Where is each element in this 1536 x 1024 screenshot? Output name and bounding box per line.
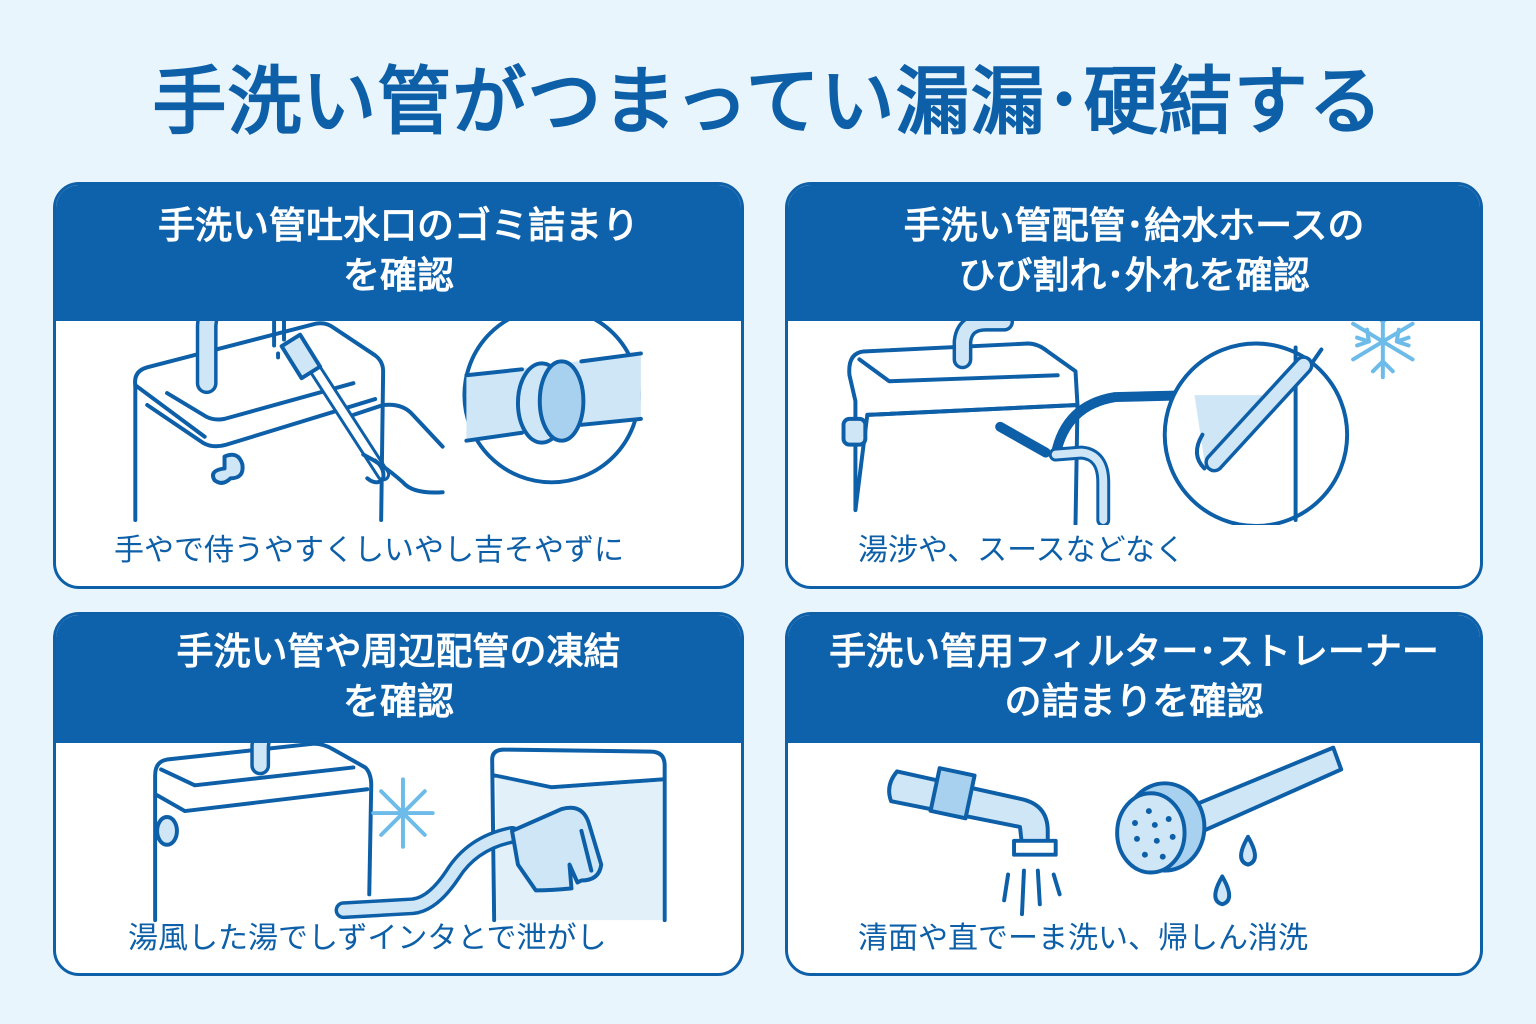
card-caption: 清面や直でーま洗い、帰しん消洗	[858, 921, 1308, 956]
card-heading: 手洗い管吐水口のゴミ詰まり を確認	[56, 185, 741, 321]
card-heading-line1: 手洗い管配管･給水ホースの	[903, 204, 1365, 247]
card-heading: 手洗い管や周辺配管の凍結 を確認	[56, 615, 741, 743]
illustration-supply-hose	[788, 285, 1480, 525]
illustration-frozen-pipe	[56, 715, 741, 925]
toilet-tank-hose-icon	[841, 303, 1415, 525]
card-heading-line2: ひび割れ･外れを確認	[958, 254, 1310, 297]
card-heading-line2: を確認	[343, 680, 454, 723]
card-heading-line1: 手洗い管用フィルター･ストレーナー	[829, 630, 1439, 673]
faucet-strainer-icon	[887, 745, 1344, 917]
card-freeze-check: 手洗い管や周辺配管の凍結 を確認 湯風した湯でしずインタとで泄がし	[53, 612, 744, 976]
card-caption: 手やで侍うやすくしいやし吉そやずに	[114, 533, 624, 568]
frozen-pipe-towel-icon	[153, 715, 667, 923]
card-caption: 湯涉や、スースなどなく	[858, 533, 1185, 568]
card-heading: 手洗い管配管･給水ホースの ひび割れ･外れを確認	[788, 185, 1480, 321]
page-title: 手洗い管がつまってい漏漏･硬結する	[152, 59, 1384, 145]
card-heading: 手洗い管用フィルター･ストレーナー の詰まりを確認	[788, 615, 1480, 743]
card-heading-line2: を確認	[343, 254, 454, 297]
card-heading-line2: の詰まりを確認	[1004, 680, 1264, 723]
card-faucet-debris-check: 手洗い管吐水口のゴミ詰まり を確認 手やで侍うやすくしいやし吉そやずに	[53, 182, 744, 589]
illustration-toothbrush-cleaning	[56, 285, 741, 525]
illustration-filter-strainer	[788, 715, 1480, 925]
card-heading-line1: 手洗い管吐水口のゴミ詰まり	[158, 204, 639, 247]
card-caption: 湯風した湯でしずインタとで泄がし	[128, 921, 607, 956]
toilet-tank-cleaning-icon	[133, 285, 643, 522]
card-filter-strainer-check: 手洗い管用フィルター･ストレーナー の詰まりを確認 清面や直でーま洗い、帰しん消…	[785, 612, 1483, 976]
card-heading-line1: 手洗い管や周辺配管の凍結	[176, 630, 621, 673]
card-hose-crack-check: 手洗い管配管･給水ホースの ひび割れ･外れを確認 湯涉や、スースなどなく	[785, 182, 1483, 589]
